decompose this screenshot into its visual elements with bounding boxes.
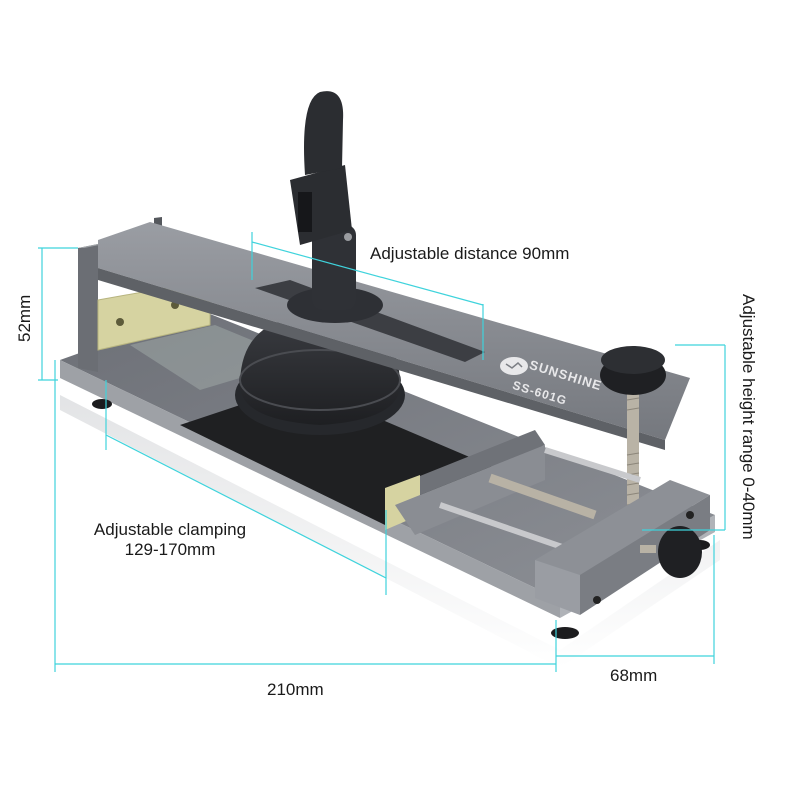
handle-stem <box>312 225 356 310</box>
label-height-range: Adjustable height range 0-40mm <box>739 294 758 540</box>
label-height-52mm: 52mm <box>15 294 34 342</box>
label-clamping-line2: 129-170mm <box>124 540 216 560</box>
guide-rail-2 <box>544 447 641 483</box>
handle-slot <box>298 192 312 232</box>
lead-screw <box>488 473 597 520</box>
jaw-screw-1 <box>116 318 124 326</box>
height-knob-top <box>601 346 665 374</box>
side-knob-screw <box>640 545 656 553</box>
handle-grip <box>304 91 344 175</box>
right-clamp-rail-block <box>385 430 545 505</box>
left-post <box>78 244 98 372</box>
end-block-top <box>535 480 710 575</box>
left-post-top <box>78 244 104 248</box>
side-knob <box>658 526 702 578</box>
dimension-lines <box>38 232 726 672</box>
label-adjustable-clamping: Adjustable clamping 129-170mm <box>80 520 260 561</box>
top-arm-underside <box>98 268 665 450</box>
end-block-hole-1 <box>593 596 601 604</box>
brand-logo-mark <box>505 361 523 369</box>
label-clamping-line1: Adjustable clamping <box>93 520 247 539</box>
end-block-front <box>535 560 580 615</box>
right-clamp-front <box>395 445 545 535</box>
foot-front <box>551 627 579 639</box>
glass-panel <box>130 325 300 390</box>
foot-left <box>92 399 112 409</box>
handle-pin <box>344 233 352 241</box>
suction-cup-ring <box>239 349 401 411</box>
end-block-side <box>580 495 710 615</box>
label-width-68mm: 68mm <box>610 666 658 685</box>
label-length-210mm: 210mm <box>267 680 324 699</box>
label-adjustable-distance: Adjustable distance 90mm <box>370 244 570 263</box>
end-block-hole-2 <box>686 511 694 519</box>
